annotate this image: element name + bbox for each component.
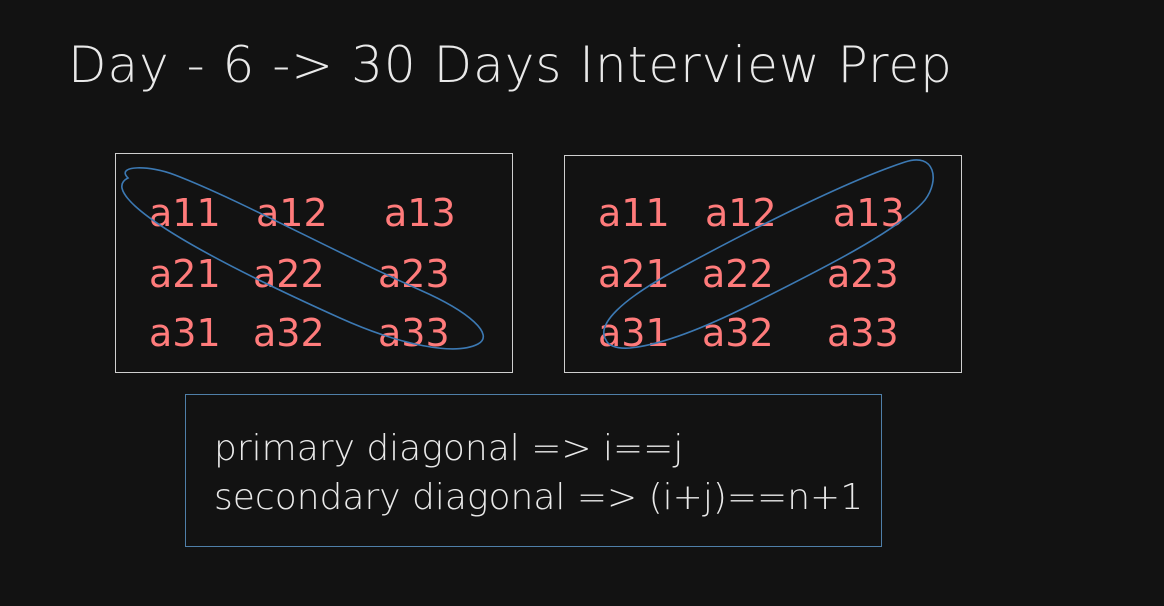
matrix-cell: a22: [253, 252, 325, 296]
matrix-cell: a22: [702, 252, 774, 296]
formula-primary: primary diagonal => i==j: [214, 428, 684, 469]
matrix-cell: a23: [378, 252, 450, 296]
matrix-cell: a11: [149, 191, 221, 235]
formula-box: primary diagonal => i==j secondary diago…: [185, 394, 882, 547]
matrix-cell: a21: [598, 252, 670, 296]
matrix-primary-box: a11 a12 a13 a21 a22 a23 a31 a32 a33: [115, 153, 513, 373]
matrix-cell: a12: [256, 191, 328, 235]
matrix-cell: a33: [378, 311, 450, 355]
matrix-cell: a21: [149, 252, 221, 296]
matrix-cell: a32: [253, 311, 325, 355]
matrix-cell: a23: [827, 252, 899, 296]
matrix-cell: a31: [149, 311, 221, 355]
matrix-cell: a33: [827, 311, 899, 355]
matrix-cell: a12: [705, 191, 777, 235]
page-title: Day - 6 -> 30 Days Interview Prep: [68, 36, 953, 94]
formula-secondary: secondary diagonal => (i+j)==n+1: [214, 477, 864, 518]
matrix-cell: a13: [384, 191, 456, 235]
matrix-cell: a13: [833, 191, 905, 235]
matrix-secondary-box: a11 a12 a13 a21 a22 a23 a31 a32 a33: [564, 155, 962, 373]
matrix-cell: a31: [598, 311, 670, 355]
matrix-cell: a11: [598, 191, 670, 235]
matrix-cell: a32: [702, 311, 774, 355]
